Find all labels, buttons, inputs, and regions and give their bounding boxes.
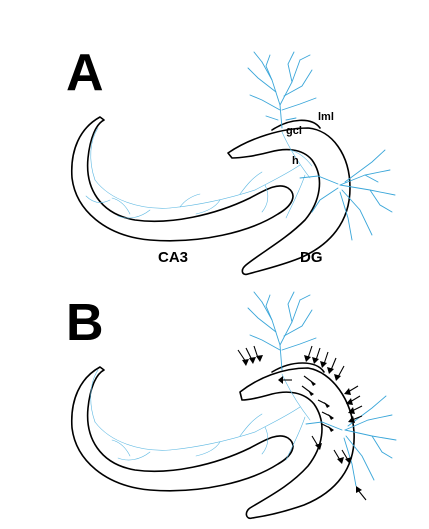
arrow (317, 399, 330, 408)
axon-arbor-a (85, 127, 313, 219)
arrow (304, 345, 313, 362)
arrow (312, 347, 321, 364)
arrow (245, 347, 256, 364)
arrow (303, 375, 316, 386)
label-lml: lml (318, 111, 334, 123)
arrow (333, 449, 344, 464)
arrow (356, 486, 367, 501)
panel-a-letter: A (66, 44, 104, 102)
arrow (348, 415, 363, 423)
arrow (327, 357, 337, 374)
arrow (278, 376, 292, 384)
granule-cell-dendrites-b (247, 291, 317, 371)
arrow (346, 395, 361, 405)
arrow (341, 449, 352, 464)
arrow (348, 405, 363, 414)
axon-arbor-b (90, 369, 311, 461)
arrow (344, 385, 359, 395)
panel-a: A (66, 44, 396, 276)
arrow (253, 345, 263, 362)
label-gcl: gcl (286, 125, 302, 137)
ca3-outline-b (70, 366, 294, 492)
dg-outline (227, 127, 351, 276)
arrows-b (237, 345, 367, 501)
arrow (320, 351, 329, 368)
label-h: h (292, 155, 299, 167)
arrow (311, 435, 322, 450)
arrow (334, 365, 345, 381)
arrow (237, 349, 249, 366)
panel-b-letter: B (66, 294, 104, 352)
mossy-cell-dendrites-b (305, 395, 397, 487)
gcl-line-b (271, 362, 325, 373)
panel-b: B (66, 291, 397, 520)
label-ca3: CA3 (158, 249, 188, 266)
arrow (321, 411, 334, 420)
granule-cell-dendrites-a (247, 51, 317, 129)
label-dg: DG (300, 249, 323, 266)
dg-outline-b (239, 367, 355, 520)
gcl-line (271, 119, 321, 131)
ca3-outline (70, 116, 294, 242)
arrow (301, 385, 314, 396)
arrow (321, 423, 334, 432)
mossy-cell-dendrites-a (299, 149, 396, 241)
